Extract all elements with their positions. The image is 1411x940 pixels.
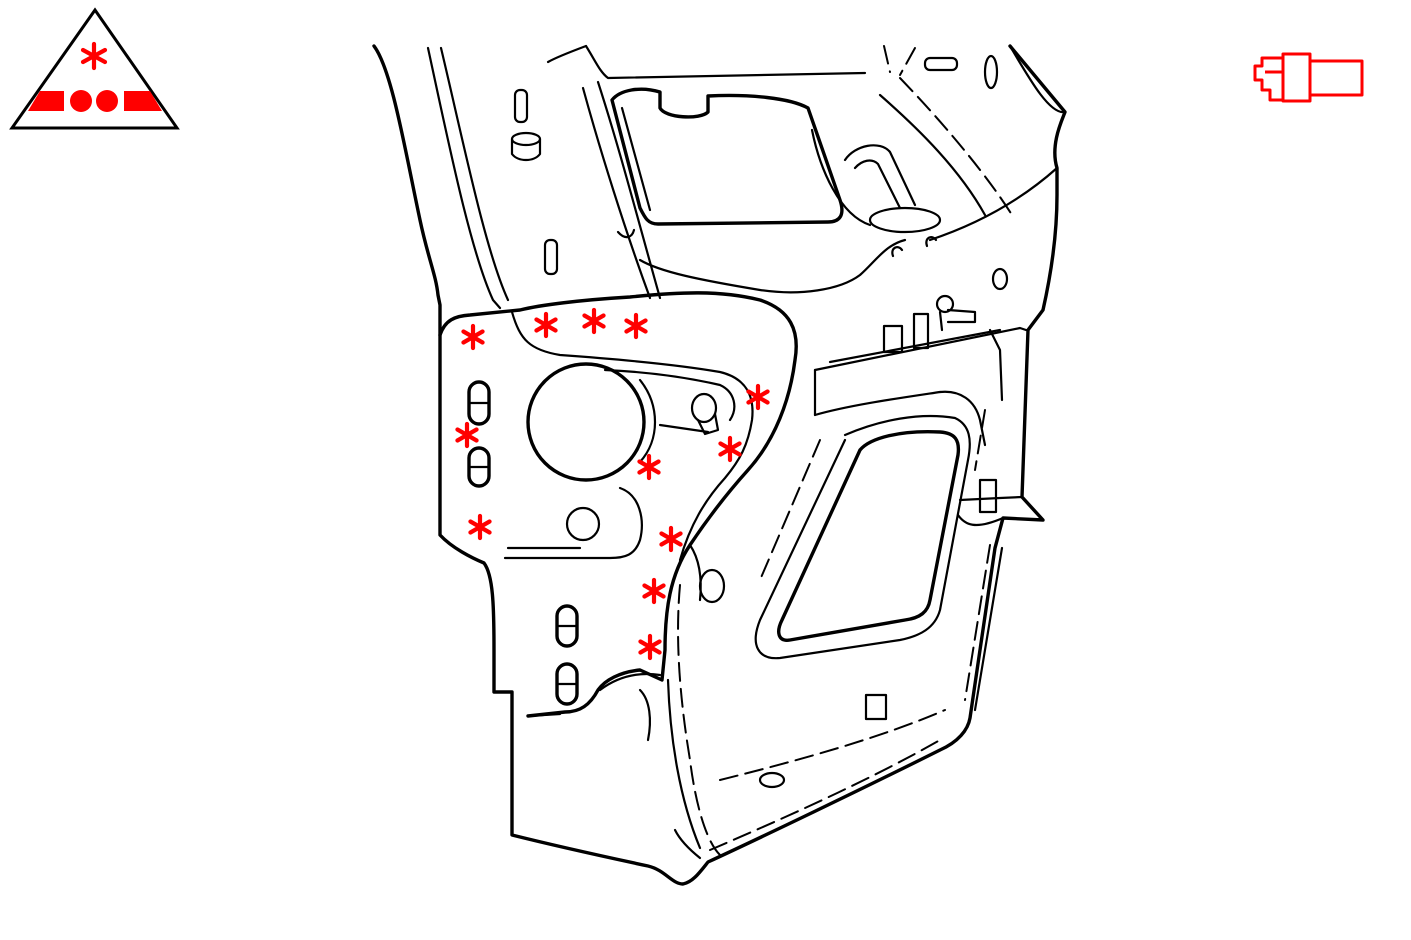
weld-markers <box>455 307 770 661</box>
spot-weld-asterisk-icon <box>624 312 648 340</box>
spot-weld-asterisk-icon <box>642 577 666 605</box>
spot-weld-asterisk-icon <box>582 307 606 335</box>
spot-weld-triangle-icon <box>9 7 180 130</box>
spot-weld-asterisk-icon <box>659 525 683 553</box>
quarter-panel-drawing <box>372 44 1067 886</box>
spot-weld-asterisk-icon <box>461 323 485 351</box>
legend-asterisk-icon <box>80 41 108 71</box>
spot-weld-asterisk-icon <box>638 633 662 661</box>
weld-gun-icon <box>1253 52 1364 103</box>
spot-weld-asterisk-icon <box>718 435 742 463</box>
spot-weld-asterisk-icon <box>468 513 492 541</box>
spot-weld-asterisk-icon <box>534 311 558 339</box>
spot-weld-asterisk-icon <box>746 383 770 411</box>
spot-weld-asterisk-icon <box>455 421 479 449</box>
spot-weld-asterisk-icon <box>637 453 661 481</box>
